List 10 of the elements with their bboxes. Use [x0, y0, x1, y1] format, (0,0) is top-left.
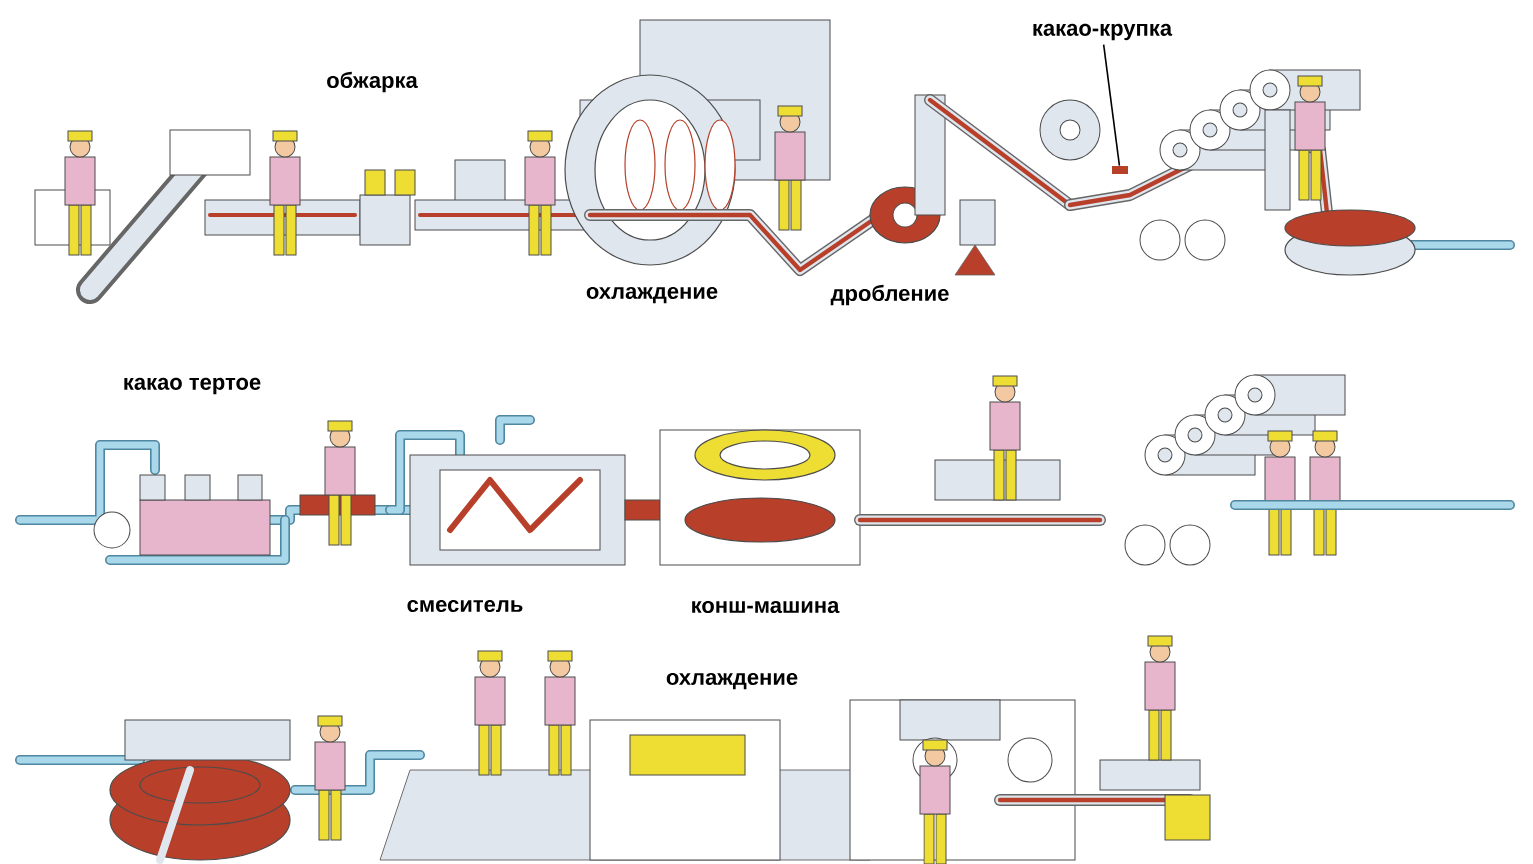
stage-label: охлаждение	[586, 286, 718, 304]
cocoa-nib-stream	[1112, 166, 1128, 174]
process-label: какао-крупка	[1033, 23, 1173, 41]
stage-label: охлаждение	[666, 672, 798, 690]
stage-label: какао тертое	[124, 377, 261, 395]
leader-line	[1102, 43, 1121, 167]
stage-label: обжарка	[327, 71, 418, 93]
stage-label: дробление	[830, 284, 949, 306]
stage-label: конш-машина	[692, 601, 840, 614]
stage-label: смеситель	[407, 600, 523, 613]
